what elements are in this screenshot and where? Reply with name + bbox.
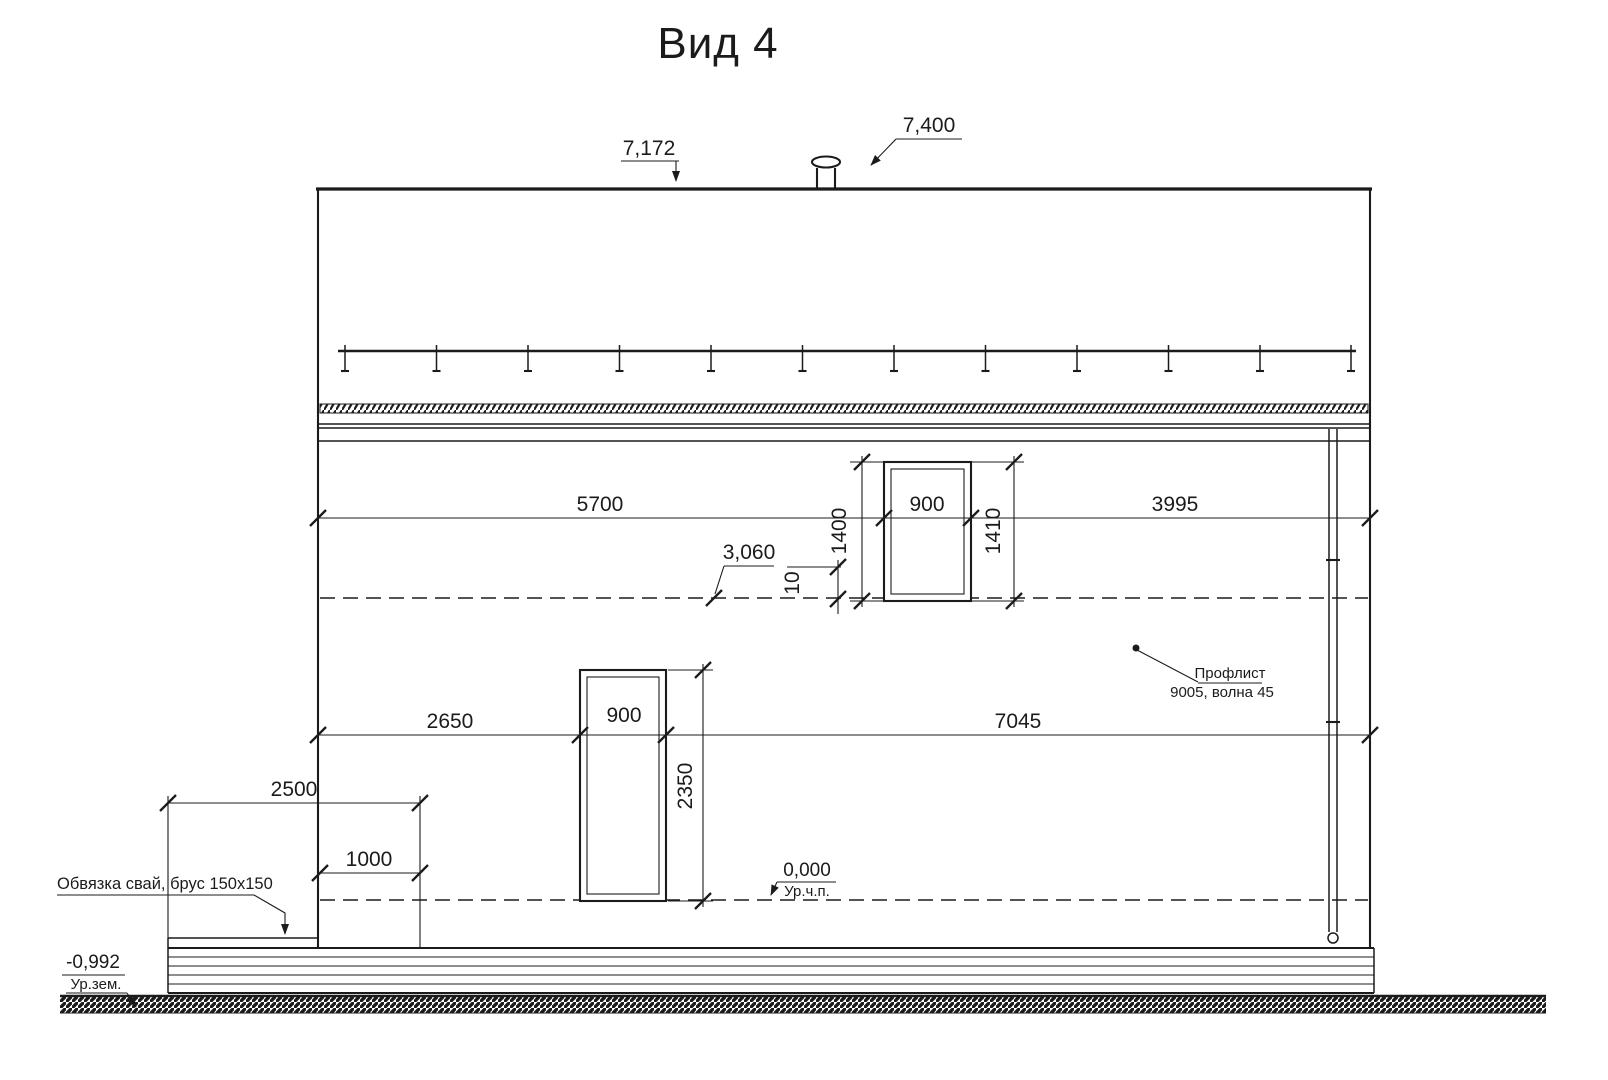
level-mark-roof-edge: 7,172 — [621, 137, 680, 182]
dim-3995-label: 3995 — [1152, 493, 1199, 516]
downpipe — [1326, 429, 1340, 944]
dim-sill-offset: 10 — [781, 557, 848, 614]
snow-guard — [338, 343, 1357, 373]
dim-2500-label: 2500 — [271, 778, 318, 801]
vent-cap — [810, 155, 842, 169]
level-ground-label: -0,992 — [66, 952, 120, 973]
eave-band — [318, 403, 1370, 442]
guard-post — [339, 343, 351, 373]
guard-post — [1163, 343, 1174, 373]
dim-2350-label: 2350 — [674, 763, 697, 810]
upper-window — [882, 460, 973, 603]
guard-post — [522, 343, 534, 373]
note-cladding: Профлист 9005, волна 45 — [1132, 644, 1274, 701]
dim-900-lower-label: 900 — [606, 704, 641, 727]
cladding-leader — [1136, 649, 1199, 683]
dim-1410-label: 1410 — [982, 508, 1005, 555]
level-3060-label: 3,060 — [723, 541, 776, 564]
level-0000-arrow — [770, 881, 779, 896]
dim-7045-label: 7045 — [995, 710, 1042, 733]
level-mark-first-floor: 0,000 Ур.ч.п. — [770, 860, 836, 900]
level-ground-name: Ур.зем. — [71, 976, 122, 993]
guard-post — [1345, 343, 1357, 373]
dim-row-upper: 5700 900 3995 — [308, 493, 1380, 528]
cladding-title-label: Профлист — [1195, 665, 1266, 682]
guard-post — [980, 343, 991, 373]
dim-lower-window-height: 2350 — [668, 660, 713, 911]
building-outline — [316, 187, 1372, 948]
guard-post — [431, 343, 442, 373]
level-0000-label: 0,000 — [783, 860, 831, 881]
guard-post — [797, 343, 808, 373]
chimney-vent — [810, 155, 842, 189]
dim-1400-label: 1400 — [828, 508, 851, 555]
downpipe-outlet — [1327, 932, 1339, 944]
dim-2650-label: 2650 — [427, 710, 474, 733]
foundation-plinth — [167, 937, 1375, 995]
level-0000-name: Ур.ч.п. — [784, 883, 830, 900]
ground-hatch — [60, 994, 1546, 1014]
guard-post — [614, 343, 625, 373]
note-pile-framing: Обвязка свай, брус 150x150 — [57, 875, 289, 935]
lower-window — [578, 668, 668, 903]
cladding-spec-label: 9005, волна 45 — [1170, 684, 1274, 701]
roof-edge-hatch — [319, 403, 1369, 414]
drawing-title: Вид 4 — [657, 19, 778, 68]
guard-post — [1071, 343, 1083, 373]
dim-upper-window-height: 1400 1410 — [828, 452, 1024, 611]
elev-7172-label: 7,172 — [623, 137, 676, 160]
elev-7400-label: 7,400 — [903, 114, 956, 137]
dim-900-upper-label: 900 — [909, 493, 944, 516]
dim-10-label: 10 — [781, 571, 804, 594]
ground-hatch-band — [60, 996, 1546, 1013]
level-mark-3060: 3,060 — [704, 541, 776, 608]
dim-1000-label: 1000 — [346, 848, 393, 871]
level-ground-arrow — [126, 992, 137, 1008]
level-mark-ground: -0,992 Ур.зем. — [62, 952, 137, 1008]
pile-framing-label: Обвязка свай, брус 150x150 — [57, 875, 273, 893]
guard-post — [705, 343, 717, 373]
elev-7400-arrow — [870, 138, 897, 166]
dim-5700-label: 5700 — [577, 493, 624, 516]
leader-dot — [1132, 644, 1140, 652]
level-mark-chimney-top: 7,400 — [870, 114, 962, 166]
floor-level-lines — [320, 597, 1368, 901]
dim-row-lower: 2650 900 7045 — [308, 704, 1380, 745]
pile-framing-leader — [253, 894, 289, 935]
guard-post — [888, 343, 900, 373]
dim-porch: 2500 1000 — [158, 778, 430, 948]
guard-post — [1254, 343, 1266, 373]
